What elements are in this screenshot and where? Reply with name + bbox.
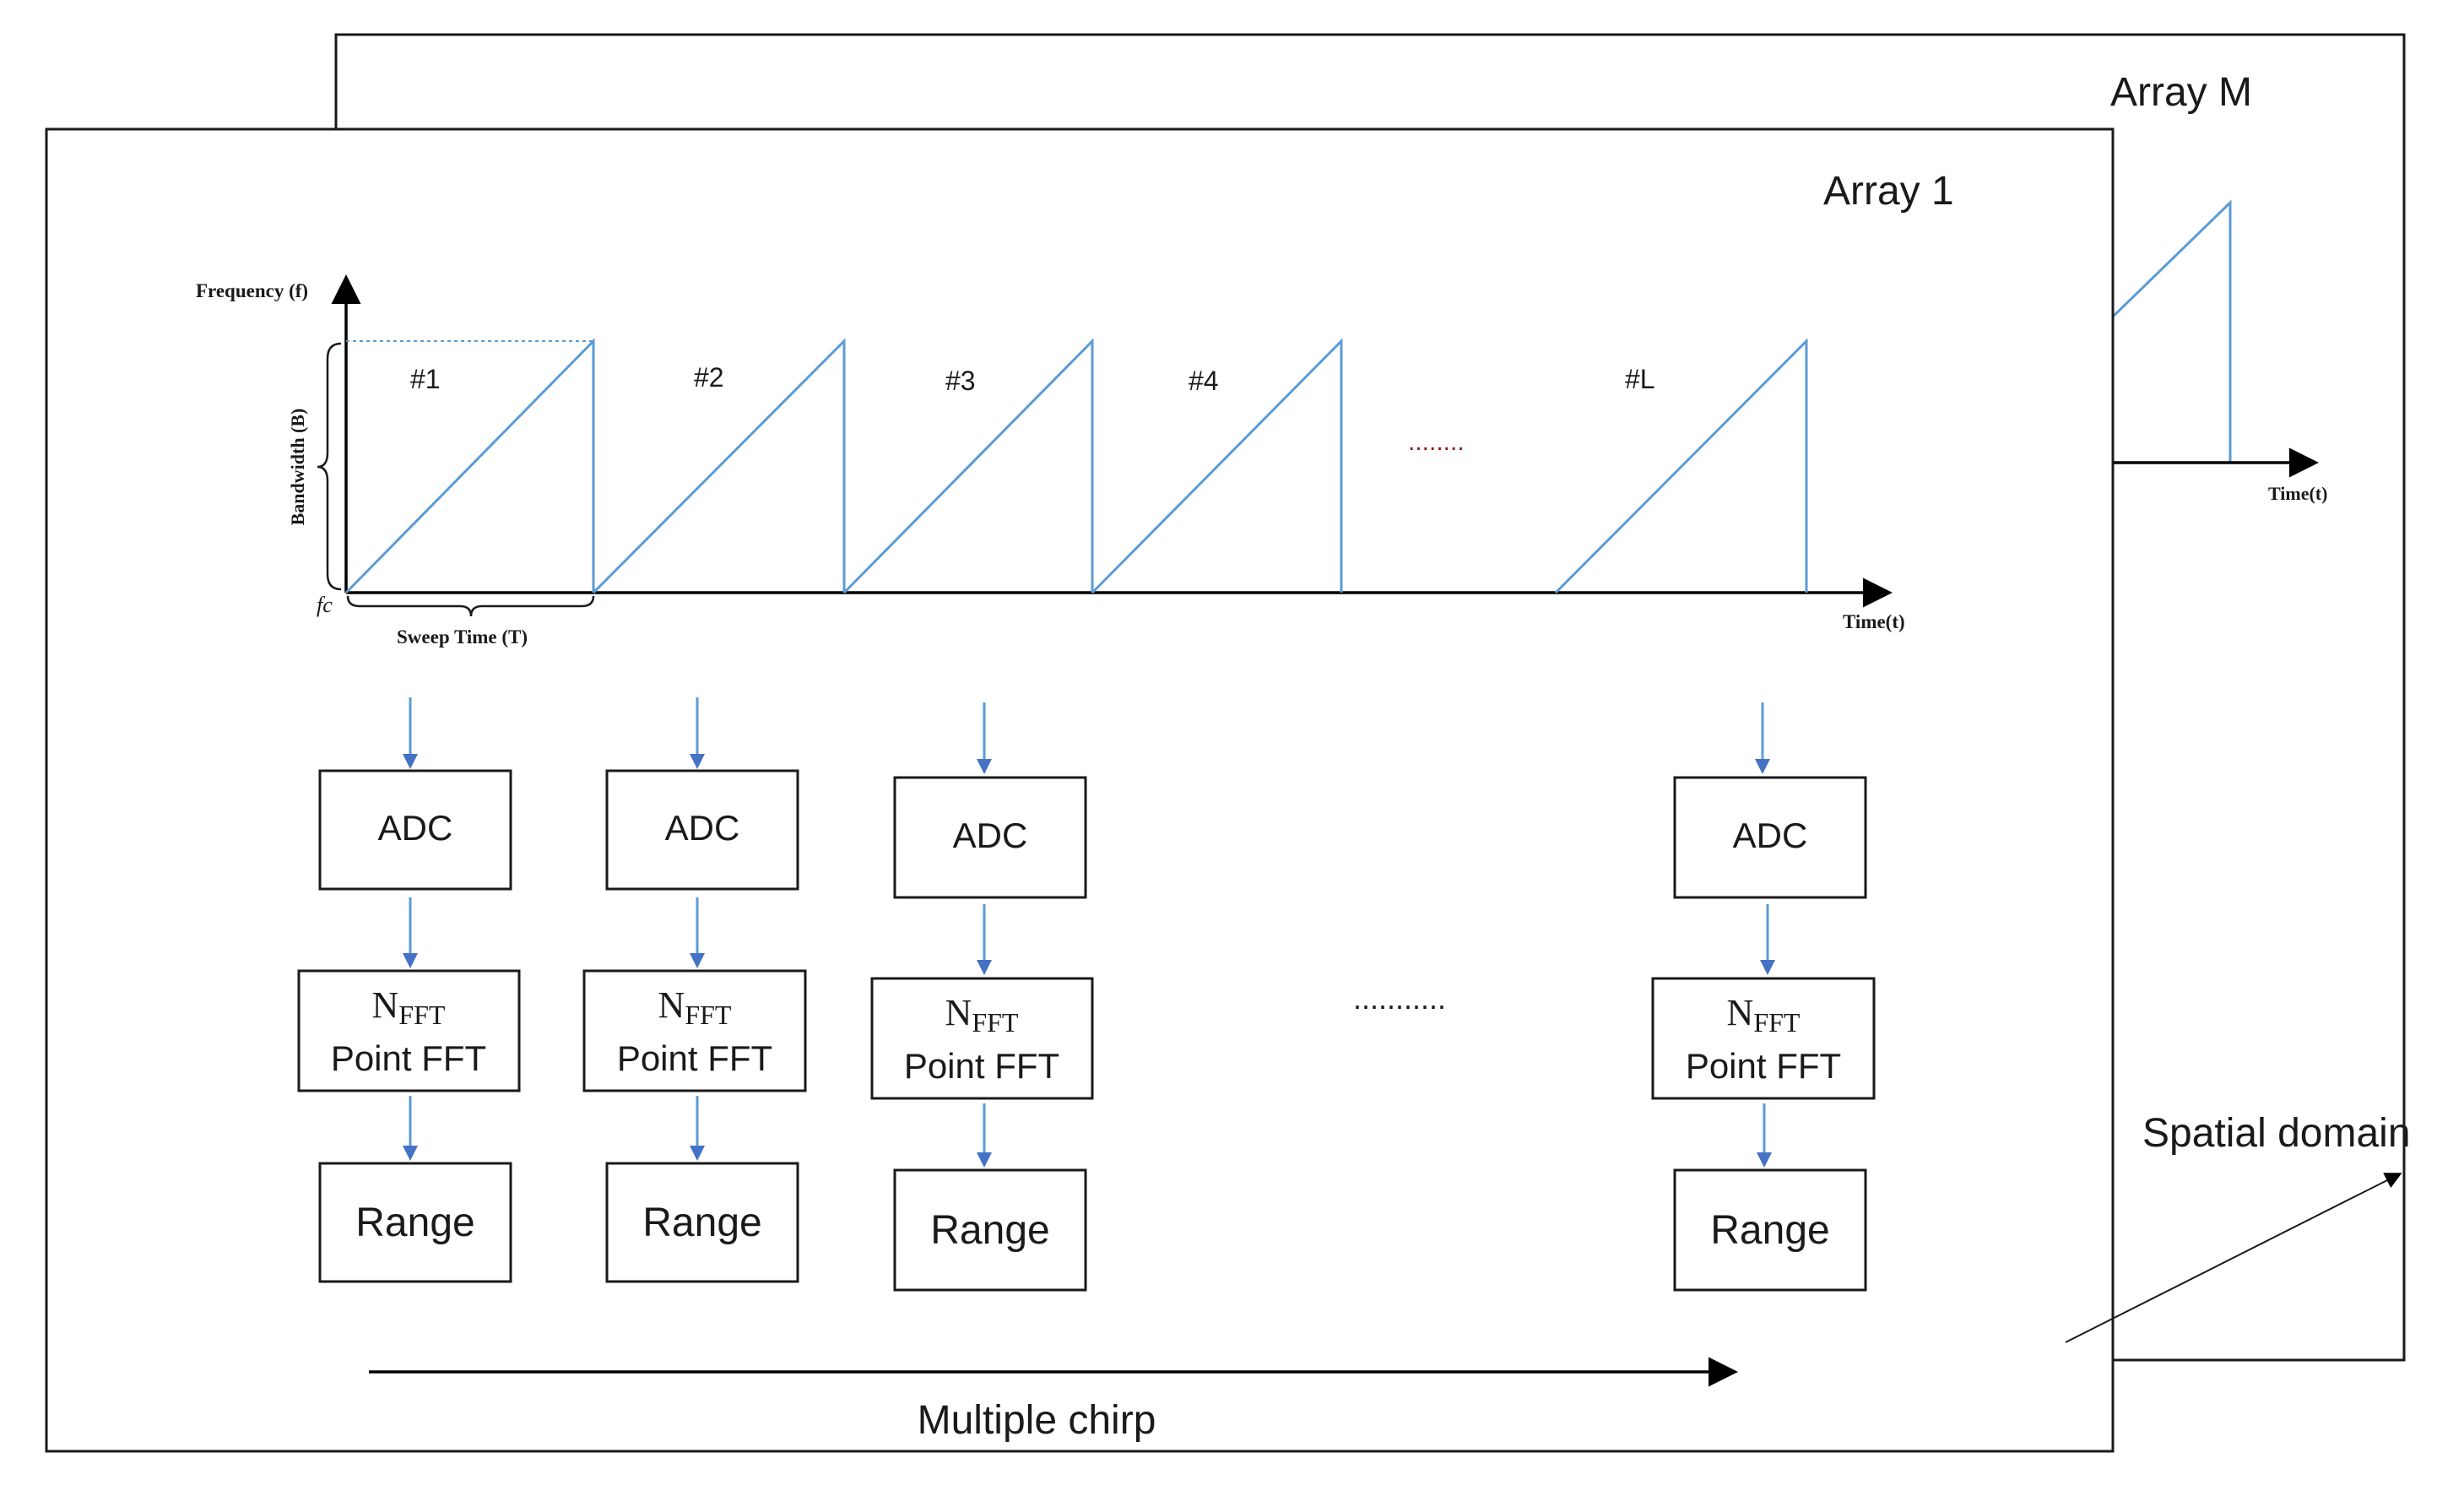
chirp-l	[1554, 338, 1808, 594]
fc-label: fc	[317, 593, 333, 617]
adc-label-2: ADC	[665, 808, 740, 848]
pipeline-column-2: ADC NFFT Point FFT Range	[582, 697, 807, 1283]
adc-label-l: ADC	[1733, 816, 1808, 855]
array-m-time-label: Time(t)	[2268, 483, 2327, 504]
fft-n-label-3: NFFT	[945, 992, 1019, 1038]
chirp-label-l: #L	[1625, 364, 1655, 394]
fft-n-label-l: NFFT	[1727, 992, 1801, 1038]
adc-label-1: ADC	[378, 808, 453, 848]
fft-box-3	[870, 977, 1094, 1100]
range-label-2: Range	[642, 1200, 761, 1245]
chirp-1	[344, 338, 595, 594]
fft-box-l	[1651, 977, 1876, 1100]
range-label-1: Range	[355, 1200, 474, 1245]
frequency-axis-label: Frequency (f)	[196, 280, 308, 301]
range-label-l: Range	[1710, 1208, 1829, 1253]
chirp-4	[1091, 338, 1343, 594]
adc-box-3	[893, 776, 1087, 899]
adc-box-2	[605, 769, 799, 891]
spatial-domain-arrow	[2065, 1173, 2402, 1343]
array-1-title: Array 1	[1823, 169, 1954, 214]
chirp-label-3: #3	[945, 366, 976, 396]
range-box-3	[893, 1168, 1087, 1292]
array-m-title: Array M	[2110, 70, 2252, 115]
array-m-chirp	[2109, 199, 2232, 463]
chirp-label-1: #1	[410, 364, 441, 394]
fft-text-label-2: Point FFT	[617, 1038, 772, 1078]
array-1-panel: Array 1 Frequency (f) Time(t) Bandwidth …	[45, 127, 2115, 1453]
chirp-label-2: #2	[694, 362, 724, 393]
multiple-chirp-label: Multiple chirp	[918, 1398, 1156, 1443]
chirp-3	[842, 338, 1094, 594]
time-axis-label: Time(t)	[1843, 611, 1905, 632]
pipeline-ellipsis: ...........	[1353, 981, 1446, 1016]
fft-box-2	[582, 969, 807, 1092]
chirp-2	[592, 338, 846, 594]
range-label-3: Range	[930, 1208, 1049, 1253]
adc-box-1	[318, 769, 512, 891]
bandwidth-label: Bandwidth (B)	[287, 409, 308, 526]
sweep-time-label: Sweep Time (T)	[397, 626, 528, 648]
fft-n-label-2: NFFT	[658, 984, 732, 1030]
pipeline-column-3: ADC NFFT Point FFT Range	[870, 702, 1094, 1292]
range-box-1	[318, 1162, 512, 1283]
spatial-domain-label: Spatial domain	[2142, 1111, 2411, 1156]
pipeline-column-l: ADC NFFT Point FFT Range	[1651, 702, 1876, 1292]
adc-box-l	[1673, 776, 1867, 899]
fft-text-label-3: Point FFT	[904, 1046, 1059, 1086]
bandwidth-brace	[317, 342, 342, 591]
fft-n-label-1: NFFT	[372, 984, 446, 1030]
chirp-label-4: #4	[1189, 366, 1219, 396]
chirp-ellipsis: ........	[1408, 428, 1465, 456]
fft-text-label-1: Point FFT	[331, 1038, 486, 1078]
chirp-signal	[344, 338, 1808, 594]
fft-text-label-l: Point FFT	[1686, 1046, 1841, 1086]
sweep-time-brace	[346, 595, 595, 617]
pipeline-column-1: ADC NFFT Point FFT Range	[297, 697, 521, 1283]
fft-box-1	[297, 969, 521, 1092]
range-box-2	[605, 1162, 799, 1283]
range-box-l	[1673, 1168, 1867, 1292]
adc-label-3: ADC	[953, 816, 1028, 855]
